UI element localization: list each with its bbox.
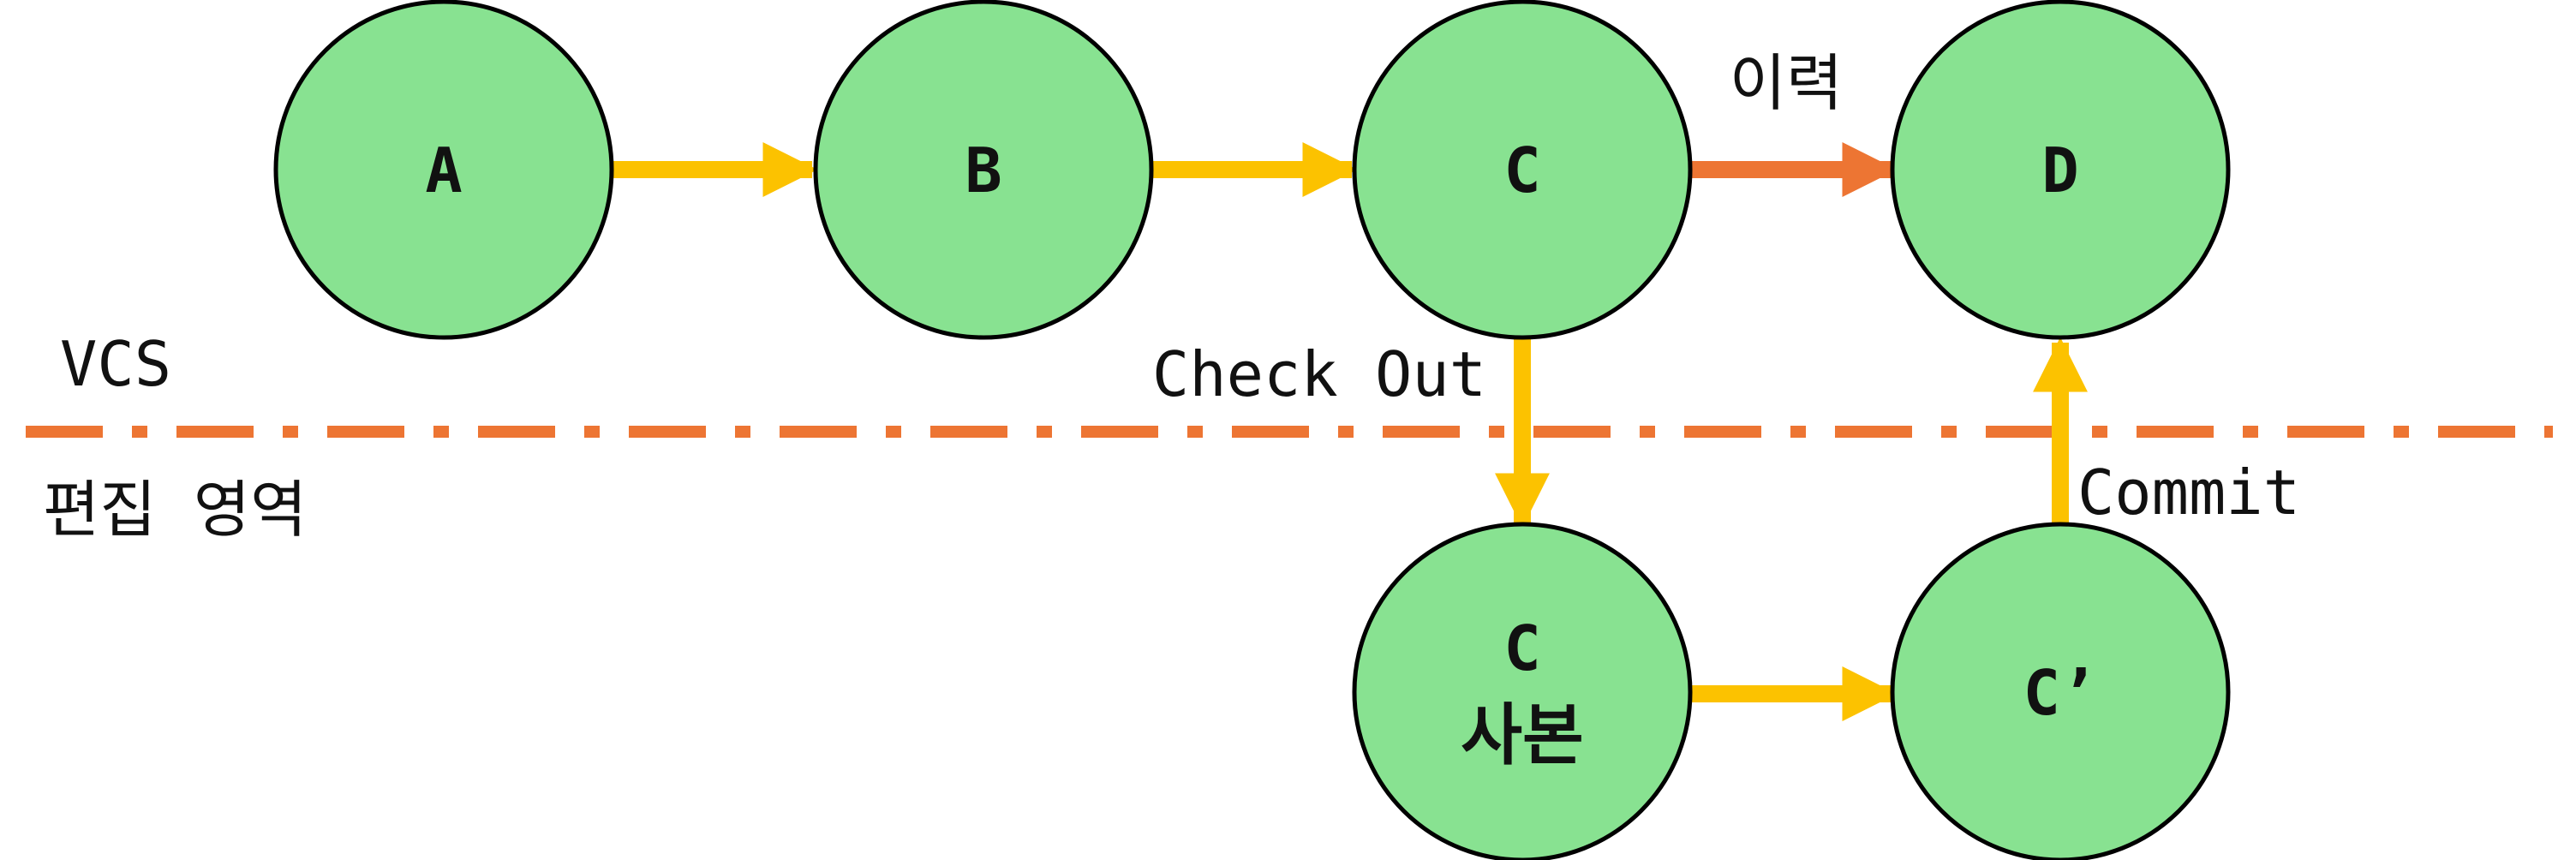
- node-c-copy: C 사본: [1352, 522, 1693, 860]
- commit-label: Commit: [2077, 457, 2300, 529]
- node-c-prime: C’: [1890, 522, 2231, 860]
- history-label: 이력: [1730, 47, 1843, 119]
- node-c-prime-label: C’: [2023, 657, 2098, 729]
- edit-zone-label: 편집 영역: [43, 474, 307, 546]
- node-b-label: B: [965, 134, 1001, 206]
- node-d-label: D: [2041, 134, 2078, 206]
- node-c-label: C: [1503, 134, 1540, 206]
- node-c-copy-label: C: [1503, 612, 1540, 684]
- node-c-copy-sublabel: 사본: [1461, 697, 1584, 774]
- node-b: B: [813, 0, 1154, 340]
- node-c: C: [1352, 0, 1693, 340]
- node-a: A: [273, 0, 614, 340]
- node-a-label: A: [425, 134, 462, 206]
- checkout-label: Check Out: [1152, 338, 1486, 410]
- vcs-zone-label: VCS: [60, 328, 171, 400]
- node-d: D: [1890, 0, 2231, 340]
